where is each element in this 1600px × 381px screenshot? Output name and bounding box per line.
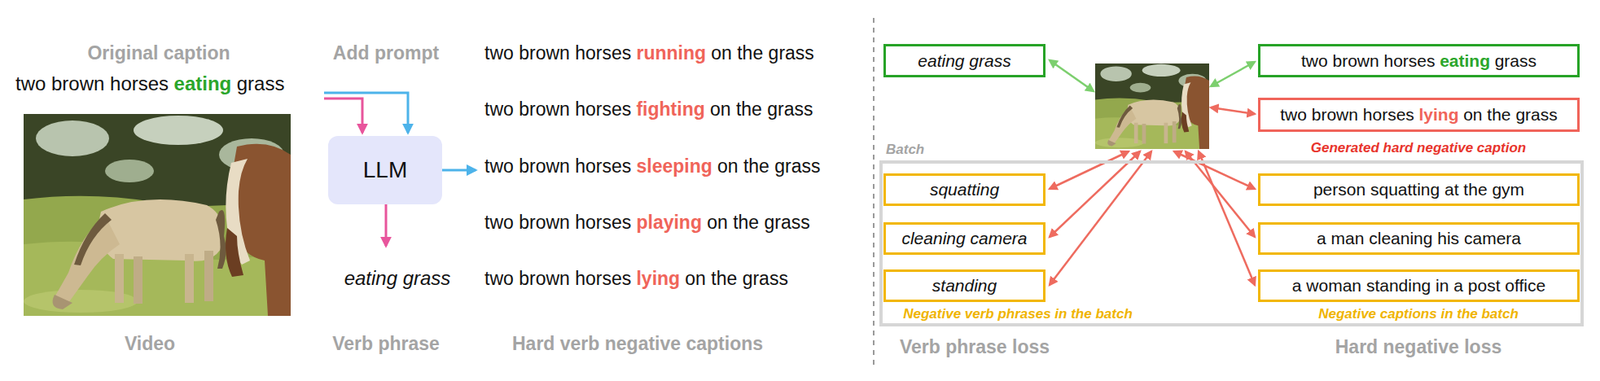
batch-frame: Batchsquattingperson squatting at the gy… [879, 160, 1584, 327]
annotation-note-row: Generated hard negative caption [1310, 140, 1527, 157]
negative-caption: fighting [635, 98, 705, 120]
negative-caption: lying [635, 267, 680, 290]
column-footer: Verb phrase loss [899, 336, 1050, 358]
negative-caption: sleeping [635, 155, 712, 177]
column-heading: Add prompt [333, 42, 439, 64]
column-footer: Verb phrase [332, 333, 440, 355]
caption-text: eating [174, 72, 233, 96]
column-footer-row: Video [124, 333, 176, 355]
column-footer: Video [124, 333, 176, 355]
negative-caption: on the grass [684, 267, 789, 290]
column-heading-row: Add prompt [333, 42, 439, 64]
llm-output-arrow [442, 169, 476, 172]
node-text: eating grass [917, 51, 1011, 71]
node-text: standing [932, 276, 997, 296]
negative-caption-row: two brown horsesplayingon the grass [484, 211, 811, 233]
annotation-note-row: Negative verb phrases in the batch [903, 306, 1133, 323]
column-footer-row: Verb phrase [332, 333, 440, 355]
drawing-part [1049, 151, 1129, 189]
drawing-part [1210, 107, 1255, 114]
negative-caption: two brown horses [484, 155, 632, 177]
negative-caption: two brown horses [484, 211, 632, 233]
negative-caption: two brown horses [484, 98, 632, 120]
node-text: a woman standing in a post office [1292, 276, 1546, 296]
negative-caption-box: a woman standing in a post office [1258, 269, 1580, 303]
frame-title: Batch [885, 141, 925, 158]
loss-arrows [1049, 60, 1255, 285]
negative-verb-box: squatting [883, 173, 1046, 207]
column-heading-row: Original caption [87, 42, 230, 64]
drawing-part [1198, 151, 1255, 285]
negative-caption: running [635, 42, 706, 64]
negative-caption: two brown horses [484, 42, 632, 64]
negative-verb-box: standing [883, 269, 1046, 303]
node-text: grass [1494, 51, 1537, 71]
negative-caption-box: a man cleaning his camera [1258, 222, 1580, 255]
negative-caption-box: person squatting at the gym [1258, 173, 1580, 207]
negative-caption-row: two brown horseslyingon the grass [484, 267, 789, 290]
node-text: lying [1418, 105, 1459, 125]
caption-text: grass [236, 72, 285, 96]
node-text: on the grass [1463, 105, 1558, 125]
drawing-part [1210, 61, 1255, 87]
negative-caption-row: two brown horsesrunningon the grass [484, 42, 815, 64]
verb-phrase-text-row: eating grass [344, 267, 452, 290]
negative-caption: playing [635, 211, 702, 233]
annotation-note: Negative captions in the batch [1318, 306, 1519, 323]
drawing-part [1174, 151, 1255, 189]
column-footer: Hard verb negative captions [512, 333, 763, 355]
video-thumbnail [1095, 63, 1210, 150]
node-text: a man cleaning his camera [1316, 228, 1522, 249]
column-footer: Hard negative loss [1335, 336, 1503, 358]
llm-verb-arrow [385, 204, 388, 246]
caption-text-row: two brown horseseatinggrass [15, 72, 285, 96]
negative-caption: on the grass [717, 155, 821, 177]
drawing-part [1185, 151, 1255, 237]
negative-caption: on the grass [706, 211, 811, 233]
annotation-note: Negative verb phrases in the batch [903, 306, 1133, 323]
negative-verb-box: cleaning camera [883, 222, 1046, 255]
column-heading: Original caption [87, 42, 230, 64]
video-illustration [23, 113, 291, 316]
column-footer-row: Hard verb negative captions [512, 333, 763, 355]
positive-caption-box: two brown horseseatinggrass [1258, 43, 1580, 78]
hard-negative-box: two brown horseslyingon the grass [1258, 97, 1580, 132]
verb-phrase-text: eating grass [344, 267, 452, 290]
node-text: two brown horses [1301, 51, 1436, 71]
negative-caption: on the grass [710, 42, 815, 64]
node-text: two brown horses [1280, 105, 1415, 125]
negative-caption: two brown horses [484, 267, 632, 290]
caption-to-llm-arrow [324, 98, 363, 133]
negative-caption-row: two brown horsesfightingon the grass [484, 98, 814, 120]
drawing-part [23, 113, 291, 316]
caption-text: two brown horses [15, 72, 169, 96]
annotation-note: Generated hard negative caption [1310, 140, 1527, 157]
node-text: person squatting at the gym [1313, 179, 1525, 200]
node-text: eating [1439, 51, 1491, 71]
negative-caption-row: two brown horsessleepingon the grass [484, 155, 821, 177]
section-divider [872, 17, 875, 365]
drawing-part [1049, 60, 1094, 92]
annotation-note-row: Negative captions in the batch [1318, 306, 1519, 323]
drawing-part [1049, 151, 1152, 285]
node-text: squatting [929, 179, 1000, 200]
node-text: cleaning camera [901, 228, 1027, 249]
drawing-part [1095, 63, 1210, 150]
node-text: LLM [363, 157, 408, 184]
prompt-to-llm-arrow [324, 92, 408, 133]
positive-verb-box: eating grass [883, 43, 1046, 78]
column-footer-row: Verb phrase loss [899, 336, 1050, 358]
model-box: LLM [328, 135, 443, 205]
column-footer-row: Hard negative loss [1335, 336, 1503, 358]
negative-caption: on the grass [710, 98, 814, 120]
